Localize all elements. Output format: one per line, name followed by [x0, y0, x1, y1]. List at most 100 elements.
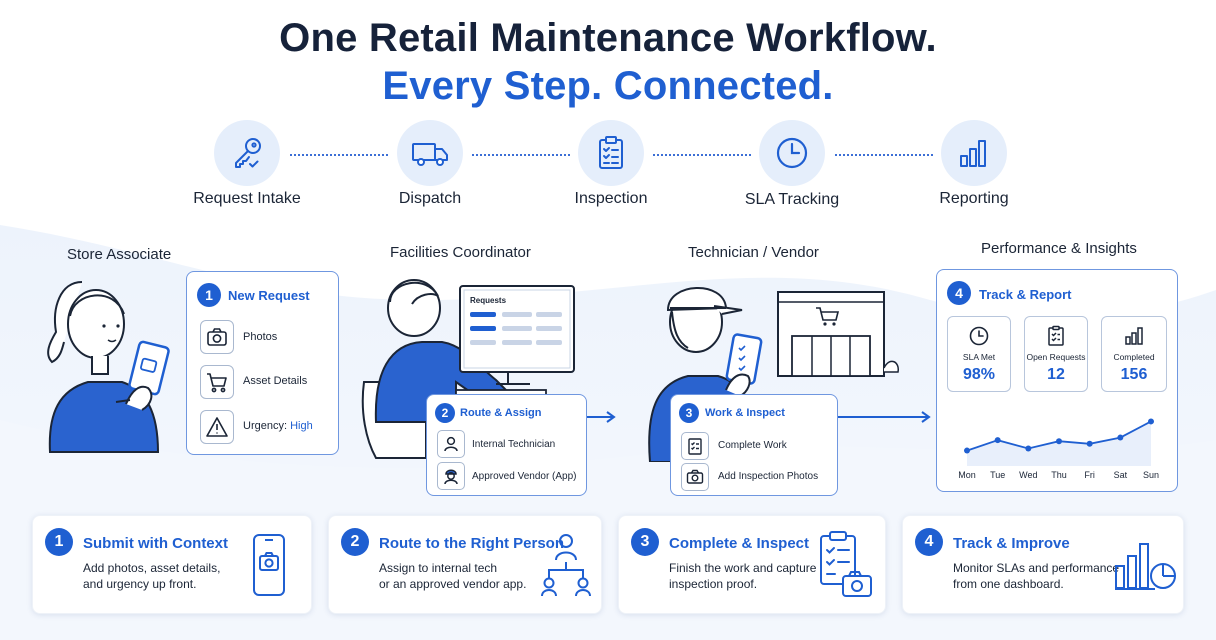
warning-icon[interactable] — [200, 410, 234, 444]
cart-icon[interactable] — [200, 365, 234, 399]
work-inspect-card: 3 Work & Inspect Complete Work Add Inspe… — [670, 394, 838, 496]
step-label: Reporting — [939, 190, 1009, 207]
vendor-icon[interactable] — [437, 462, 465, 490]
metric-value: 156 — [1120, 366, 1148, 383]
person-icon[interactable] — [437, 430, 465, 458]
step-number-badge: 3 — [679, 403, 699, 423]
summary-description: Finish the work and capture inspection p… — [669, 561, 817, 591]
metric-value: 98% — [962, 366, 996, 383]
chart-tick-label: Thu — [1051, 470, 1067, 480]
step-label: Inspection — [574, 190, 648, 207]
route-assign-card: 2 Route & Assign Internal Technician App… — [426, 394, 587, 496]
persona-store-associate: Store Associate — [67, 246, 172, 263]
step-number-badge: 2 — [435, 403, 455, 423]
store-associate-illustration — [47, 281, 170, 453]
summary-title: Complete & Inspect — [669, 535, 810, 552]
chart-tick-label: Wed — [1019, 470, 1038, 480]
camera-icon[interactable] — [681, 463, 709, 491]
bar-chart-icon — [1125, 327, 1143, 345]
chart-tick-label: Tue — [990, 470, 1006, 480]
flow-arrow — [587, 411, 616, 423]
step-number-badge: 4 — [947, 281, 971, 305]
metric-label: SLA Met — [962, 352, 996, 362]
card-title: Work & Inspect — [705, 407, 785, 419]
card-title: Track & Report — [979, 287, 1072, 302]
metric-value: 12 — [1047, 366, 1065, 383]
connector-dots — [290, 154, 388, 156]
clipboard-icon — [578, 120, 644, 186]
chart-x-axis: Mon Tue Wed Thu Fri Sat Sun — [937, 470, 1179, 484]
metric-open-requests: Open Requests 12 — [1024, 316, 1088, 392]
chart-tick-label: Sat — [1113, 470, 1128, 480]
bar-chart-icon — [941, 120, 1007, 186]
track-report-card: 4 Track & Report SLA Met 98% Open Reques… — [936, 269, 1178, 492]
connector-dots — [472, 154, 570, 156]
chart-point — [1117, 434, 1124, 441]
new-request-card: 1 New Request Photos Asset Details Urgen… — [186, 271, 339, 455]
metric-label: Open Requests — [1026, 352, 1086, 362]
summary-title: Route to the Right Person — [379, 535, 564, 552]
connector-dots — [653, 154, 751, 156]
metric-completed: Completed 156 — [1101, 316, 1167, 392]
step-dispatch — [397, 120, 463, 186]
item-complete-work: Complete Work — [718, 440, 787, 451]
clock-icon — [759, 120, 825, 186]
chart-point — [1056, 438, 1062, 445]
step-label: Dispatch — [398, 190, 462, 207]
step-reporting — [941, 120, 1007, 186]
item-approved-vendor: Approved Vendor (App) — [472, 471, 577, 482]
step-number-badge: 4 — [915, 528, 943, 556]
step-label: SLA Tracking — [744, 191, 840, 208]
step-label: Request Intake — [193, 190, 301, 207]
requests-screen-title: Requests — [470, 296, 507, 305]
summary-card-submit: 1 Submit with Context Add photos, asset … — [32, 515, 312, 614]
urgency-value: High — [290, 420, 313, 432]
facilities-coordinator-illustration — [361, 279, 575, 459]
chart-point — [1025, 445, 1032, 452]
headline-line-1: One Retail Maintenance Workflow. — [279, 16, 937, 60]
summary-title: Track & Improve — [953, 535, 1070, 552]
summary-card-complete: 3 Complete & Inspect Finish the work and… — [618, 515, 886, 614]
metric-sla-met: SLA Met 98% — [947, 316, 1011, 392]
clipboard-icon — [1048, 325, 1064, 346]
step-sla-tracking — [759, 120, 825, 186]
headline-line-2: Every Step. Connected. — [382, 64, 834, 108]
chart-tick-label: Sun — [1142, 470, 1159, 480]
persona-facilities-coordinator: Facilities Coordinator — [390, 244, 531, 261]
trend-line-chart — [964, 418, 1154, 466]
camera-icon[interactable] — [200, 320, 234, 354]
persona-technician-vendor: Technician / Vendor — [688, 244, 819, 261]
summary-description: Assign to internal tech or an approved v… — [379, 561, 527, 591]
summary-card-track: 4 Track & Improve Monitor SLAs and perfo… — [902, 515, 1184, 614]
item-asset-details: Asset Details — [243, 375, 308, 387]
summary-title: Submit with Context — [83, 535, 228, 552]
step-request-intake — [214, 120, 280, 186]
checklist-camera-icon — [820, 531, 872, 597]
chart-point — [1086, 440, 1093, 447]
flow-arrow — [838, 411, 931, 423]
bar-pie-chart-icon — [1115, 543, 1176, 590]
step-number-badge: 3 — [631, 528, 659, 556]
urgency-label: Urgency: — [243, 420, 291, 432]
connector-dots — [835, 154, 933, 156]
org-tree-icon — [541, 534, 591, 597]
item-internal-technician: Internal Technician — [472, 439, 556, 450]
truck-icon — [397, 120, 463, 186]
chart-point — [1148, 418, 1154, 425]
checklist-icon[interactable] — [681, 432, 709, 460]
summary-card-route: 2 Route to the Right Person Assign to in… — [328, 515, 602, 614]
summary-description: Add photos, asset details, and urgency u… — [83, 561, 221, 591]
chart-point — [994, 437, 1001, 444]
chart-tick-label: Mon — [958, 470, 976, 480]
item-urgency: Urgency: High — [243, 420, 313, 432]
item-add-inspection-photos: Add Inspection Photos — [718, 471, 819, 482]
chart-tick-label: Fri — [1084, 470, 1095, 480]
chart-point — [964, 447, 970, 454]
persona-performance-insights: Performance & Insights — [981, 240, 1137, 257]
steps-row: Request Intake Dispatch Inspection SLA — [0, 120, 1216, 220]
card-title: Route & Assign — [460, 407, 542, 419]
phone-camera-icon — [253, 534, 285, 596]
step-number-badge: 1 — [45, 528, 73, 556]
step-number-badge: 2 — [341, 528, 369, 556]
step-number-badge: 1 — [197, 283, 221, 307]
